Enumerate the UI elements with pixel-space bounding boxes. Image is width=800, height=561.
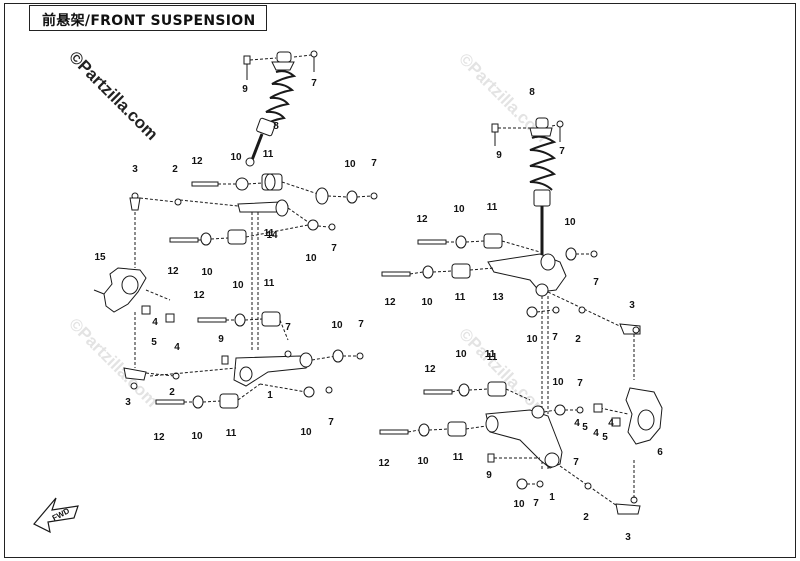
right-upper-a-arm <box>381 233 641 470</box>
callout-3-3: 3 <box>629 300 635 311</box>
left-arm-bushings-row2 <box>169 224 309 246</box>
callout-4-2: 4 <box>174 342 180 353</box>
callout-11-3: 11 <box>264 278 275 289</box>
callout-10-9: 10 <box>453 204 465 215</box>
callout-4-1: 4 <box>152 317 158 328</box>
callout-4-3: 4 <box>593 428 599 439</box>
callout-4-5: 4 <box>608 418 614 429</box>
forward-arrow: FWD <box>33 497 79 534</box>
callout-6-1: 6 <box>657 447 663 458</box>
callout-7-2: 7 <box>371 158 377 169</box>
callout-10-12: 10 <box>526 334 538 345</box>
callout-7-11: 7 <box>533 498 539 509</box>
callout-8-1: 8 <box>273 121 279 132</box>
callout-10-13: 10 <box>455 349 467 360</box>
callout-12-7: 12 <box>424 364 436 375</box>
watermark-faint-2: ©Partzilla.com <box>65 314 161 410</box>
callout-10-10: 10 <box>564 217 576 228</box>
callout-13-1: 13 <box>492 292 504 303</box>
callout-9-1: 9 <box>242 84 248 95</box>
left-upper-a-arm <box>179 199 336 350</box>
callout-11-4: 11 <box>226 428 237 439</box>
callout-10-11: 10 <box>421 297 433 308</box>
callout-7-5: 7 <box>285 322 291 333</box>
callout-12-5: 12 <box>416 214 428 225</box>
callout-7-9: 7 <box>552 332 558 343</box>
callout-15-1: 15 <box>94 252 106 263</box>
callout-3-4: 3 <box>625 532 631 543</box>
callout-8-2: 8 <box>529 87 535 98</box>
callout-7-10: 7 <box>577 378 583 389</box>
right-lower-a-arm <box>379 381 641 515</box>
callout-2-4: 2 <box>583 512 589 523</box>
callout-10-2: 10 <box>344 159 356 170</box>
callout-2-2: 2 <box>169 387 175 398</box>
callout-14-1: 14 <box>266 230 278 241</box>
callout-10-5: 10 <box>232 280 244 291</box>
title-box: 前悬架/FRONT SUSPENSION <box>29 5 267 31</box>
callout-10-14: 10 <box>417 456 429 467</box>
watermark-main: ©Partzilla.com <box>65 47 161 143</box>
callout-11-9: 11 <box>453 452 464 463</box>
callout-12-1: 12 <box>191 156 203 167</box>
callout-4-4: 4 <box>574 418 580 429</box>
callout-12-3: 12 <box>193 290 205 301</box>
callout-1-1: 1 <box>267 390 273 401</box>
page-title: 前悬架/FRONT SUSPENSION <box>42 13 256 29</box>
callout-9-2: 9 <box>218 334 224 345</box>
right-steering-knuckle <box>593 387 663 445</box>
callout-11-7: 11 <box>487 352 498 363</box>
callout-7-4: 7 <box>358 319 364 330</box>
callout-9-4: 9 <box>486 470 492 481</box>
callout-5-2: 5 <box>582 422 588 433</box>
callout-2-1: 2 <box>172 164 178 175</box>
callout-3-2: 3 <box>125 397 131 408</box>
callout-12-6: 12 <box>384 297 396 308</box>
left-steering-knuckle <box>93 192 182 390</box>
left-shock-bolt <box>243 50 318 80</box>
callout-7-7: 7 <box>559 146 565 157</box>
callout-12-4: 12 <box>153 432 165 443</box>
callout-3-1: 3 <box>132 164 138 175</box>
callout-11-2: 11 <box>264 228 275 239</box>
callout-7-3: 7 <box>331 243 337 254</box>
callout-12-8: 12 <box>378 458 390 469</box>
callout-10-3: 10 <box>305 253 317 264</box>
callout-11-6: 11 <box>455 292 466 303</box>
callout-11-8: 11 <box>485 349 496 360</box>
callout-11-5: 11 <box>487 202 498 213</box>
callout-5-1: 5 <box>151 337 157 348</box>
left-upper-arm-bushings <box>191 173 378 205</box>
callout-10-8: 10 <box>300 427 312 438</box>
callout-7-1: 7 <box>311 78 317 89</box>
callout-10-6: 10 <box>331 320 343 331</box>
callout-7-12: 7 <box>573 457 579 468</box>
callout-10-1: 10 <box>230 152 242 163</box>
diagram-frame <box>4 3 796 558</box>
callout-10-15: 10 <box>552 377 564 388</box>
callout-1-2: 1 <box>549 492 555 503</box>
callout-10-4: 10 <box>201 267 213 278</box>
callout-11-1: 11 <box>263 149 274 160</box>
callout-5-3: 5 <box>602 432 608 443</box>
callout-7-8: 7 <box>593 277 599 288</box>
left-shock-absorber <box>245 51 297 167</box>
callout-2-3: 2 <box>575 334 581 345</box>
callout-12-2: 12 <box>167 266 179 277</box>
callout-9-3: 9 <box>496 150 502 161</box>
right-shock-absorber <box>491 117 564 267</box>
left-lower-a-arm <box>149 311 364 409</box>
callout-10-7: 10 <box>191 431 203 442</box>
callout-7-6: 7 <box>328 417 334 428</box>
callout-10-16: 10 <box>513 499 525 510</box>
